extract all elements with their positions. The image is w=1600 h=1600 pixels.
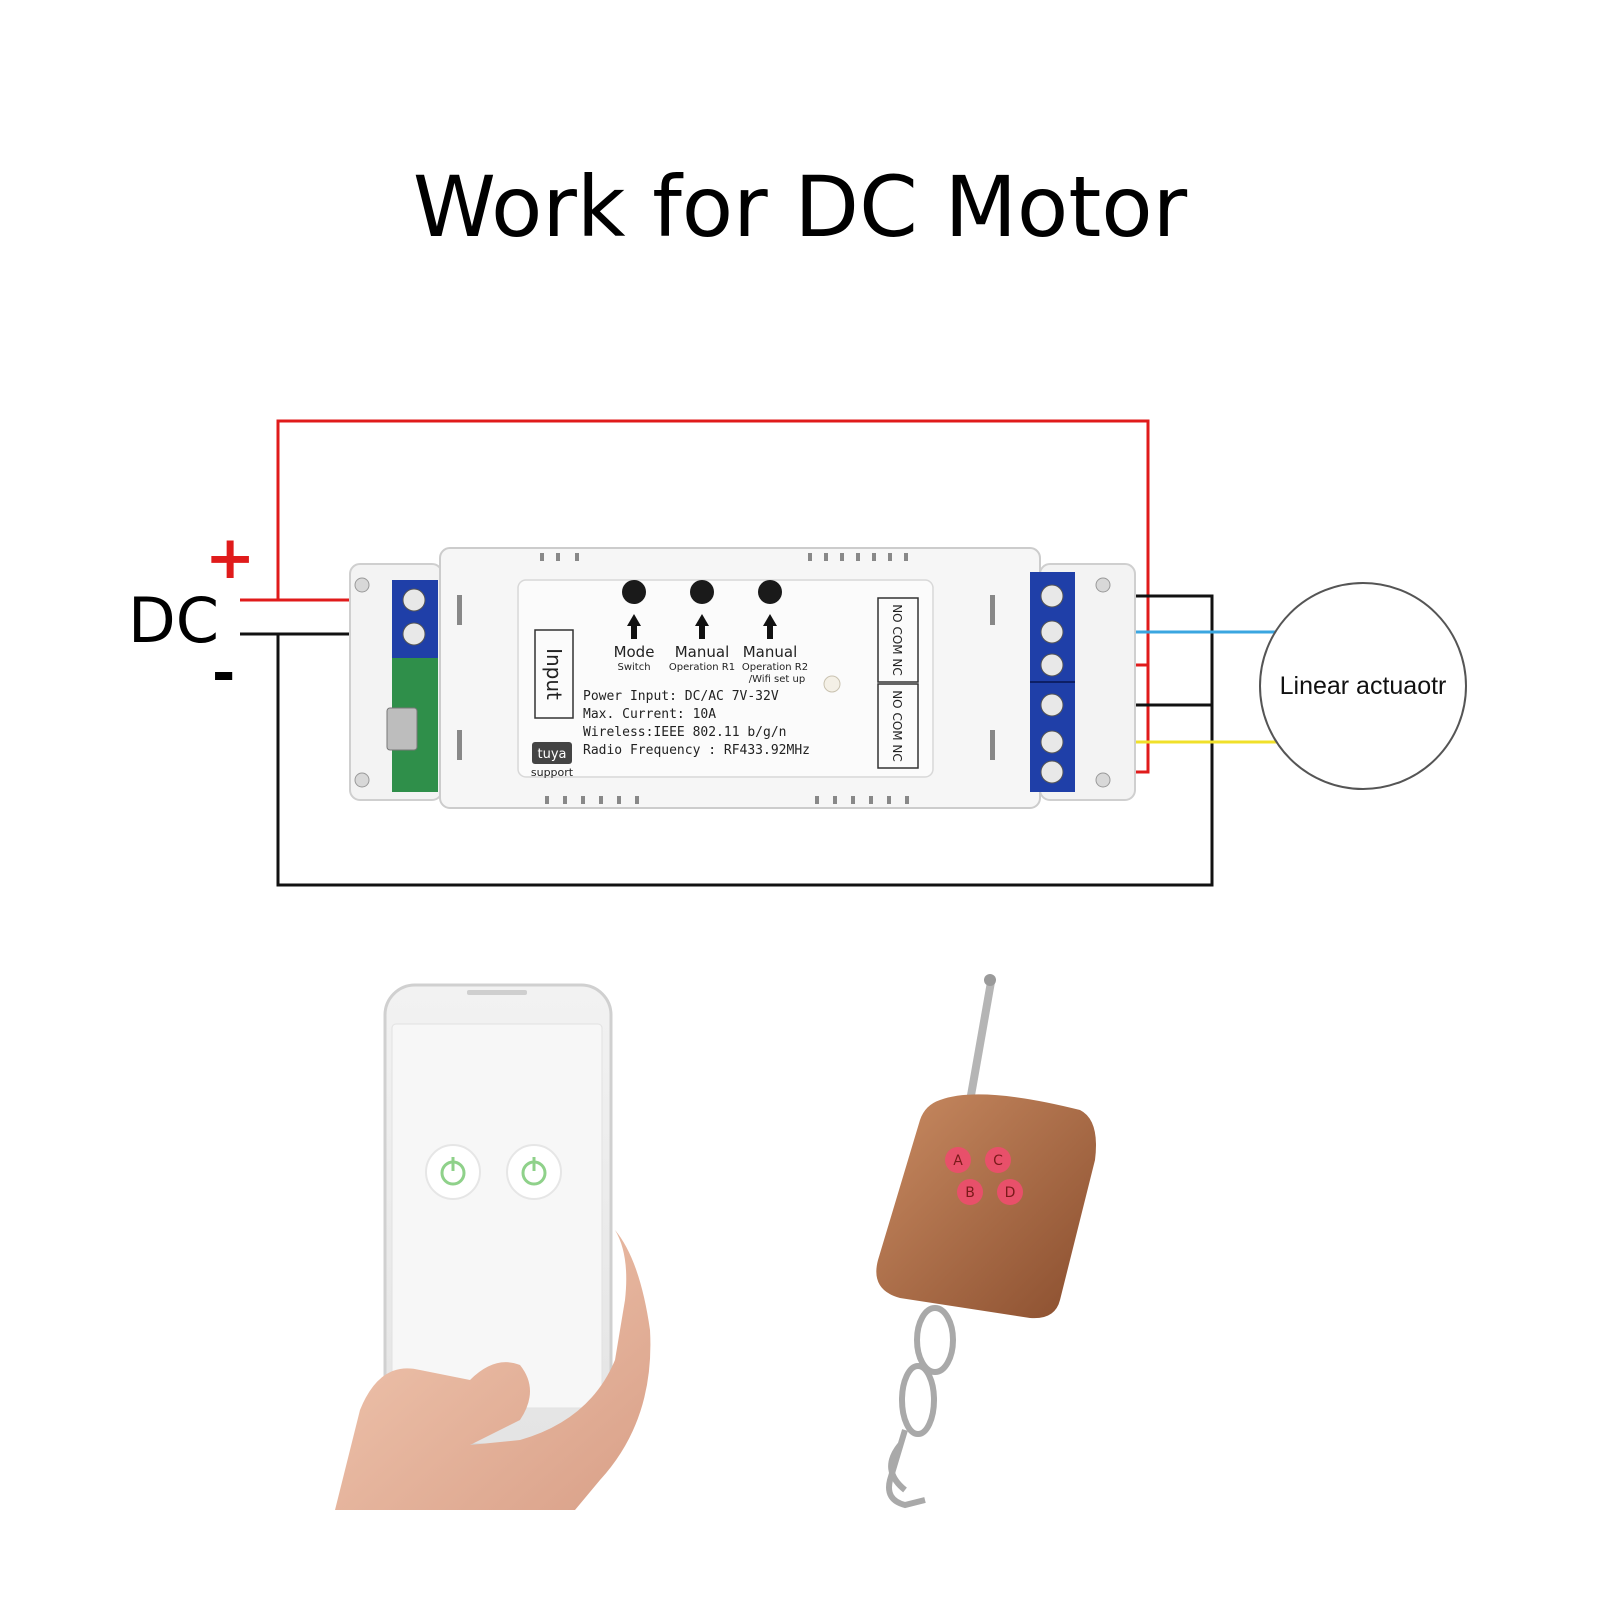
relay-label-bottom: NO COM NC (890, 690, 904, 762)
actuator-circle (1259, 582, 1467, 790)
brand-sub: support (531, 766, 574, 779)
remote-body (876, 1094, 1096, 1319)
relay-label-box-top (877, 597, 919, 683)
negative-wire (240, 594, 1214, 887)
power-button-2-bg[interactable] (506, 1144, 562, 1200)
button-mode-label: Mode (614, 643, 655, 661)
button-mode-sub: Switch (617, 662, 650, 673)
button-r2-sub: Operation R2 (742, 662, 808, 673)
brand-logo: tuya (538, 747, 567, 762)
relay-label-top: NO COM NC (890, 604, 904, 676)
antenna (962, 980, 996, 1120)
output-screw-5[interactable] (1040, 730, 1064, 754)
power-button-2[interactable] (506, 1144, 562, 1200)
mode-switch-button[interactable] (622, 580, 646, 604)
manual-r2-button[interactable] (758, 580, 782, 604)
input-label-box (534, 629, 574, 719)
actuator-label: Linear actuaotr (1280, 672, 1447, 700)
remote-key-b-label: B (965, 1185, 975, 1201)
smartphone-illustration (335, 983, 651, 1510)
usb-port (386, 707, 418, 751)
page-title: Work for DC Motor (413, 158, 1188, 256)
output-screw-6[interactable] (1040, 760, 1064, 784)
remote-key-d[interactable] (997, 1179, 1023, 1205)
status-led (823, 675, 841, 693)
input-screw-plus[interactable] (402, 588, 426, 612)
button-arrows (627, 614, 777, 639)
remote-key-c-label: C (993, 1153, 1003, 1169)
linear-actuator: Linear actuaotr (1259, 582, 1467, 790)
remote-key-a[interactable] (945, 1147, 971, 1173)
output-screw-2[interactable] (1040, 620, 1064, 644)
positive-wire (240, 419, 1150, 667)
remote-keys: A C B D (945, 1147, 1023, 1205)
hand (335, 1230, 651, 1510)
button-r2-sub2: /Wifi set up (749, 674, 805, 685)
vents (457, 553, 995, 804)
phone-screen (391, 1023, 603, 1409)
input-screw-minus[interactable] (402, 622, 426, 646)
output-screw-4[interactable] (1040, 693, 1064, 717)
wiring (240, 419, 1285, 887)
manual-r1-button[interactable] (690, 580, 714, 604)
spec-wireless: Wireless:IEEE 802.11 b/g/n (583, 725, 787, 740)
button-r1-label: Manual (675, 643, 730, 661)
module-face (517, 579, 934, 778)
power-button-1[interactable] (425, 1144, 481, 1200)
plus-sign: + (205, 523, 255, 593)
rf-remote-illustration: A C B D (876, 974, 1096, 1509)
power-button-1-bg[interactable] (425, 1144, 481, 1200)
spec-radio: Radio Frequency : RF433.92MHz (583, 743, 810, 758)
brand-badge (532, 742, 572, 764)
relay-label-box-bottom (877, 683, 919, 769)
output-screw-3[interactable] (1040, 653, 1064, 677)
remote-key-b[interactable] (957, 1179, 983, 1205)
remote-key-c[interactable] (985, 1147, 1011, 1173)
keychain (886, 1305, 956, 1509)
remote-key-d-label: D (1005, 1185, 1016, 1201)
relay-module: Input Mode Switch Manual Operation R1 Ma… (349, 547, 1136, 809)
output-screw-1[interactable] (1040, 584, 1064, 608)
input-label: Input (542, 648, 566, 700)
spec-current: Max. Current: 10A (583, 707, 716, 722)
remote-key-a-label: A (953, 1153, 963, 1169)
button-r1-sub: Operation R1 (669, 662, 735, 673)
dc-label: DC (128, 584, 219, 657)
button-r2-label: Manual (743, 643, 798, 661)
minus-sign: - (212, 641, 235, 706)
spec-power: Power Input: DC/AC 7V-32V (583, 689, 779, 704)
